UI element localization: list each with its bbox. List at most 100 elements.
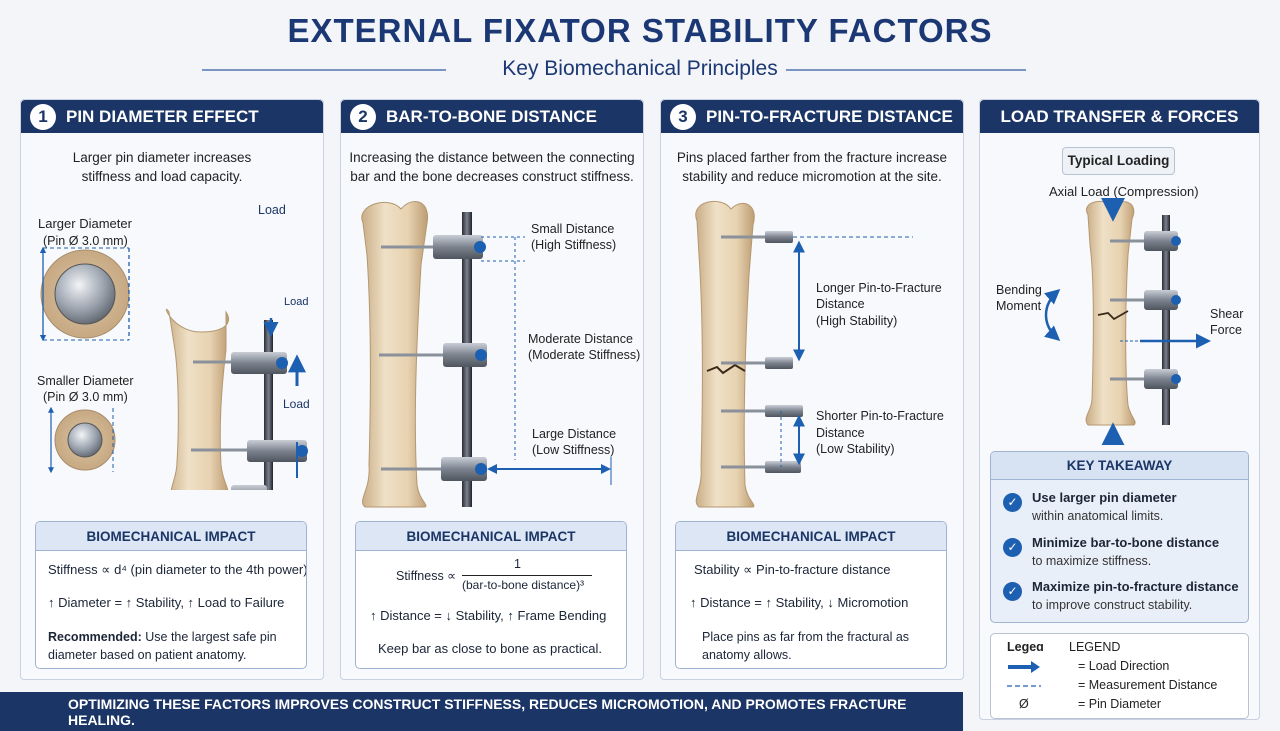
impact-title: BIOMECHANICAL IMPACT — [676, 522, 946, 551]
check-icon: ✓ — [1003, 493, 1022, 512]
axial-load-label: Axial Load (Compression) — [1049, 184, 1199, 199]
moderate-distance-sub: (Moderate Stiffness) — [528, 348, 641, 362]
page-subtitle: Key Biomechanical Principles — [502, 57, 778, 80]
impact-box: BIOMECHANICAL IMPACT Stiffness ∝ d⁴ (pin… — [35, 521, 307, 669]
impact-recommendation: Recommended: Use the largest safe pin di… — [48, 628, 298, 664]
takeaway-title: KEY TAKEAWAY — [991, 452, 1248, 480]
impact-line-2: ↑ Distance = ↑ Stability, ↓ Micromotion — [690, 595, 909, 610]
small-distance-sub: (High Stiffness) — [531, 238, 617, 252]
panel-title: BAR-TO-BONE DISTANCE — [386, 106, 597, 126]
load-arrows — [263, 318, 306, 478]
panel-bar-to-bone: 2 BAR-TO-BONE DISTANCE Increasing the di… — [340, 99, 644, 680]
panel-title: PIN DIAMETER EFFECT — [66, 106, 259, 126]
panel-pin-diameter: 1 PIN DIAMETER EFFECT Larger pin diamete… — [20, 99, 324, 680]
legend-text: = Measurement Distance — [1078, 678, 1218, 692]
load-transfer-figure — [1044, 197, 1211, 445]
bar-to-bone-figure — [361, 200, 612, 508]
connecting-bar — [1162, 215, 1170, 425]
panel-description: Increasing the distance between the conn… — [349, 150, 635, 184]
panel-header: LOAD TRANSFER & FORCES — [980, 100, 1259, 133]
takeaway-item: ✓ Minimize bar-to-bone distance to maxim… — [1003, 535, 1242, 575]
impact-box: BIOMECHANICAL IMPACT Stiffness ∝ 1 (bar-… — [355, 521, 627, 669]
shear-label-2: Force — [1210, 323, 1242, 337]
typical-loading-chip: Typical Loading — [1062, 147, 1175, 175]
larger-pin-label: (Pin Ø 3.0 mm) — [43, 234, 128, 248]
impact-line-2: ↑ Distance = ↓ Stability, ↑ Frame Bendin… — [370, 608, 607, 623]
connecting-bar — [264, 320, 273, 490]
force-arrows — [1044, 197, 1211, 445]
impact-line-3: Place pins as far from the fractural as … — [702, 630, 910, 662]
takeaway-item: ✓ Maximize pin-to-fracture distance to i… — [1003, 579, 1242, 619]
pins-and-clamps — [1110, 231, 1181, 389]
shorter-distance-label: Shorter Pin-to-Fracture — [816, 409, 944, 423]
panel-header: 1 PIN DIAMETER EFFECT — [21, 100, 323, 133]
takeaway-sub: to improve construct stability. — [1032, 598, 1193, 612]
longer-distance-label-2: Distance — [816, 297, 865, 311]
pins-and-clamps — [379, 235, 487, 481]
pin-diameter-figure — [39, 246, 308, 490]
moderate-distance-label: Moderate Distance — [528, 332, 633, 346]
large-distance-sub: (Low Stiffness) — [532, 443, 615, 457]
bending-label-1: Bending — [996, 283, 1042, 297]
recommendation-text: Use the largest safe pin diameter based … — [48, 630, 277, 662]
panel-title: PIN-TO-FRACTURE DISTANCE — [706, 106, 953, 126]
impact-title: BIOMECHANICAL IMPACT — [36, 522, 306, 551]
panel-header: 2 BAR-TO-BONE DISTANCE — [341, 100, 643, 133]
diameter-symbol-icon: Ø — [1019, 697, 1029, 711]
legend-garbled-label: Legeɑ — [1007, 640, 1044, 654]
legend-text: = Pin Diameter — [1078, 697, 1162, 711]
page-title: EXTERNAL FIXATOR STABILITY FACTORS — [287, 12, 993, 49]
larger-diameter-label: Larger Diameter — [38, 216, 132, 231]
longer-distance-sub: (High Stability) — [816, 314, 898, 328]
title-rule-left — [202, 69, 446, 71]
pins-and-clamps — [191, 352, 308, 490]
check-icon: ✓ — [1003, 582, 1022, 601]
bone — [1085, 200, 1136, 426]
load-label-top: Load — [258, 203, 286, 217]
panel-title: LOAD TRANSFER & FORCES — [1000, 106, 1239, 126]
panel-pin-to-fracture: 3 PIN-TO-FRACTURE DISTANCE Pins placed f… — [660, 99, 964, 680]
pins — [721, 231, 913, 473]
check-icon: ✓ — [1003, 538, 1022, 557]
bone — [165, 309, 230, 490]
bending-label-2: Moment — [996, 299, 1042, 313]
small-pin-cross-section — [48, 406, 116, 474]
impact-title: BIOMECHANICAL IMPACT — [356, 522, 626, 551]
formula-numerator: 1 — [514, 557, 521, 571]
title-rule-right — [786, 69, 1026, 71]
formula-denominator: (bar-to-bone distance)³ — [462, 578, 585, 592]
takeaway-sub: within anatomical limits. — [1032, 509, 1164, 523]
recommendation-label: Recommended: — [48, 630, 142, 644]
smaller-pin-label: (Pin Ø 3.0 mm) — [43, 390, 128, 404]
shorter-distance-label-2: Distance — [816, 426, 865, 440]
impact-line-1: Stability ∝ Pin-to-fracture distance — [694, 562, 891, 577]
stiffness-formula: Stiffness ∝ 1 (bar-to-bone distance)³ — [396, 557, 616, 598]
large-pin-cross-section — [39, 246, 130, 342]
panel-load-transfer: LOAD TRANSFER & FORCES Typical Loading A… — [979, 99, 1260, 720]
panel-number-badge: 3 — [670, 103, 696, 130]
arrow-icon — [1008, 661, 1040, 673]
impact-line-3: Keep bar as close to bone as practical. — [378, 641, 603, 656]
impact-line-2: ↑ Diameter = ↑ Stability, ↑ Load to Fail… — [48, 595, 285, 610]
smaller-diameter-label: Smaller Diameter — [37, 374, 134, 388]
key-takeaway-box: KEY TAKEAWAY ✓ Use larger pin diameter w… — [990, 451, 1249, 623]
legend-text: = Load Direction — [1078, 659, 1170, 673]
shear-label-1: Shear — [1210, 307, 1244, 321]
bone — [695, 200, 755, 508]
takeaway-main: Use larger pin diameter — [1032, 490, 1177, 505]
load-label-mid: Load — [284, 296, 309, 308]
pin-to-fracture-figure — [695, 200, 913, 508]
takeaway-main: Maximize pin-to-fracture distance — [1032, 579, 1239, 594]
footer-banner: OPTIMIZING THESE FACTORS IMPROVES CONSTR… — [0, 692, 963, 731]
load-label-bottom: Load — [283, 397, 310, 411]
takeaway-main: Minimize bar-to-bone distance — [1032, 535, 1220, 550]
legend-box: Legeɑ LEGEND = Load Direction = Measurem… — [990, 633, 1249, 719]
takeaway-item: ✓ Use larger pin diameter within anatomi… — [1003, 490, 1242, 530]
longer-distance-label: Longer Pin-to-Fracture — [816, 281, 942, 295]
formula-lhs: Stiffness ∝ — [396, 569, 457, 583]
panel-description: Pins placed farther from the fracture in… — [676, 150, 948, 184]
panel-header: 3 PIN-TO-FRACTURE DISTANCE — [661, 100, 963, 133]
dashed-line-icon — [1007, 685, 1041, 687]
distance-markers — [481, 236, 612, 485]
panel-description: Larger pin diameter increases stiffness … — [72, 150, 252, 184]
